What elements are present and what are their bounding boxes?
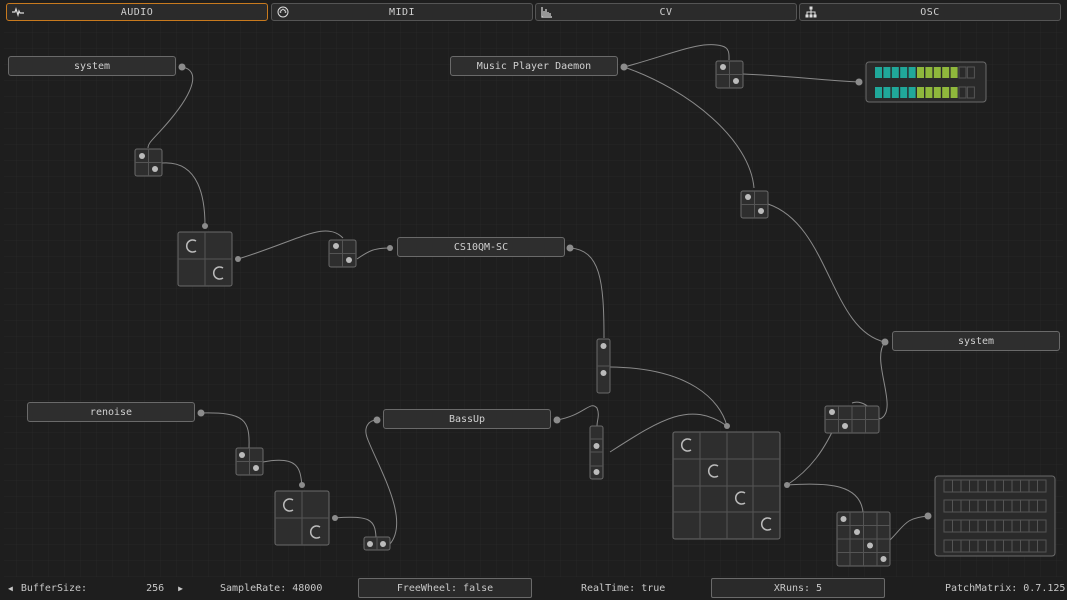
patch-strip-vertical[interactable] (596, 338, 611, 394)
tab-midi-label: MIDI (388, 6, 416, 18)
meter-segment (933, 67, 941, 78)
meter-segment (917, 67, 924, 78)
xruns-text: XRuns: 5 (773, 582, 823, 594)
meter-segment (908, 67, 916, 78)
meter-segment (875, 67, 882, 78)
meter-segment (958, 86, 967, 99)
tab-osc-label: OSC (920, 6, 940, 18)
client-cs10qm-sc[interactable]: CS10QM-SC (397, 237, 565, 257)
waveform-icon (12, 7, 24, 18)
midi-keyboard-widget[interactable] (934, 475, 1056, 557)
client-system-playback[interactable]: system (892, 331, 1060, 351)
port-dots[interactable] (178, 63, 932, 522)
client-renoise[interactable]: renoise (27, 402, 195, 422)
meter-segment (900, 67, 908, 78)
client-label: Music Player Daemon (476, 60, 592, 72)
meter-segment (966, 86, 975, 99)
buffer-increase-arrow-icon[interactable]: ▶ (178, 583, 183, 593)
meter-segment (942, 67, 950, 78)
meter-segment (950, 67, 958, 78)
client-label: BassUp (448, 413, 486, 425)
client-label: system (957, 335, 995, 347)
meter-segment (883, 87, 891, 98)
connection-wires (147, 44, 929, 545)
version-label: PatchMatrix: 0.7.125 (945, 578, 1065, 598)
cv-chart-icon (541, 7, 552, 18)
freewheel-button[interactable]: FreeWheel: false (358, 578, 532, 598)
meter-segment (883, 67, 891, 78)
patch-strip-vertical[interactable] (589, 425, 604, 480)
meter-segment (900, 87, 908, 98)
meter-segment (925, 87, 933, 98)
samplerate-text: SampleRate: 48000 (220, 582, 323, 594)
xruns-button[interactable]: XRuns: 5 (711, 578, 885, 598)
meter-segment (942, 87, 950, 98)
patch-strip-horizontal[interactable] (363, 536, 391, 551)
patch-matrix-small[interactable] (715, 60, 744, 89)
network-tree-icon (805, 6, 817, 18)
realtime-text: RealTime: true (581, 582, 666, 594)
meter-segment (875, 87, 882, 98)
client-label: CS10QM-SC (453, 241, 509, 253)
meter-segment (891, 67, 899, 78)
version-text: PatchMatrix: 0.7.125 (945, 582, 1066, 594)
buffer-size-value: 256 (146, 582, 165, 594)
realtime-readout: RealTime: true (581, 578, 665, 598)
buffer-decrease-arrow-icon[interactable]: ◀ (8, 583, 13, 593)
tab-audio[interactable]: AUDIO (6, 3, 268, 21)
client-label: renoise (89, 406, 133, 418)
gain-matrix[interactable] (177, 231, 233, 287)
meter-segment (950, 87, 958, 98)
meter-segment (966, 66, 975, 79)
tab-midi[interactable]: MIDI (271, 3, 533, 21)
midi-connector-icon (277, 6, 289, 18)
patch-matrix-wide[interactable] (824, 405, 880, 434)
meter-segment (933, 87, 941, 98)
gain-matrix[interactable] (274, 490, 330, 546)
buffer-size-group: ◀ BufferSize: 256 ▶ (8, 578, 183, 598)
patch-matrix-small[interactable] (740, 190, 769, 219)
meter-segment (925, 67, 933, 78)
client-music-player-daemon[interactable]: Music Player Daemon (450, 56, 618, 76)
buffer-size-label: BufferSize: (20, 582, 88, 594)
meter-segment (958, 66, 967, 79)
tab-cv[interactable]: CV (535, 3, 797, 21)
tab-cv-label: CV (659, 6, 673, 18)
client-label: system (73, 60, 111, 72)
patch-matrix-small[interactable] (235, 447, 264, 476)
client-system-capture[interactable]: system (8, 56, 176, 76)
level-meter (865, 61, 987, 103)
patch-matrix-small[interactable] (134, 148, 163, 177)
samplerate-readout: SampleRate: 48000 (220, 578, 322, 598)
patch-matrix-small[interactable] (328, 239, 357, 268)
gain-matrix-large[interactable] (672, 431, 781, 540)
tab-audio-label: AUDIO (120, 6, 154, 18)
meter-segment (917, 87, 924, 98)
patch-matrix-4x4[interactable] (836, 511, 891, 567)
client-bassup[interactable]: BassUp (383, 409, 551, 429)
freewheel-text: FreeWheel: false (396, 582, 494, 594)
tab-osc[interactable]: OSC (799, 3, 1061, 21)
meter-segment (891, 87, 899, 98)
meter-segment (908, 87, 916, 98)
